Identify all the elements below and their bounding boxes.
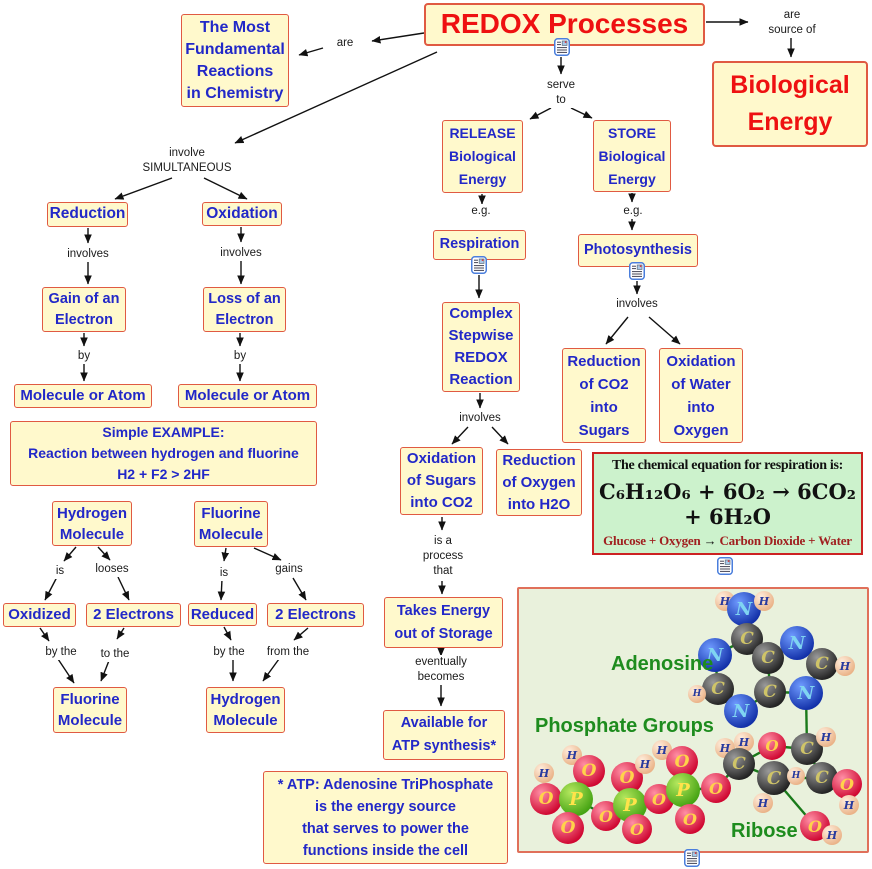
connector-eg-photosynthesis: e.g. — [621, 204, 645, 219]
node-loss-of-electron[interactable]: Loss of an Electron — [203, 287, 286, 332]
atom-N: N — [724, 694, 758, 728]
atom-H: H — [835, 656, 855, 676]
node-store-biological-energy[interactable]: STORE Biological Energy — [593, 120, 671, 192]
node-reduced[interactable]: Reduced — [188, 603, 257, 626]
connector-looses: looses — [93, 562, 131, 577]
equation-formula: C₆H₁₂O₆ + 6O₂ → 6CO₂ + 6H₂O — [599, 478, 856, 529]
atom-C: C — [806, 648, 838, 680]
connector-involves-photosynthesis: involves — [614, 297, 660, 312]
connector-are-source-of: are source of — [766, 8, 818, 38]
atom-P: P — [666, 773, 700, 807]
atom-O: O — [701, 773, 731, 803]
label-ribose: Ribose — [731, 820, 798, 842]
atom-H: H — [787, 767, 805, 785]
node-reduction-oxygen-into-h2o[interactable]: Reduction of Oxygen into H2O — [496, 449, 582, 516]
node-most-fundamental[interactable]: The Most Fundamental Reactions in Chemis… — [181, 14, 289, 107]
node-oxidized[interactable]: Oxidized — [3, 603, 76, 627]
atom-C: C — [752, 642, 784, 674]
atom-C: C — [754, 676, 786, 708]
node-atp-note[interactable]: * ATP: Adenosine TriPhosphate is the ene… — [263, 771, 508, 864]
resource-icon-equation[interactable] — [717, 557, 733, 575]
atom-H: H — [688, 685, 706, 703]
atom-P: P — [559, 782, 593, 816]
connector-by-the-right: by the — [211, 645, 247, 660]
connector-is-hydrogen: is — [53, 564, 67, 579]
atom-O: O — [591, 801, 621, 831]
connector-involves-reduction: involves — [65, 247, 111, 262]
label-phosphate-groups: Phosphate Groups — [535, 715, 714, 737]
atom-H: H — [635, 754, 655, 774]
node-available-for-atp-synthesis[interactable]: Available for ATP synthesis* — [383, 710, 505, 760]
node-simple-example[interactable]: Simple EXAMPLE: Reaction between hydroge… — [10, 421, 317, 486]
connector-are: are — [334, 36, 356, 51]
node-complex-stepwise-redox[interactable]: Complex Stepwise REDOX Reaction — [442, 302, 520, 392]
node-oxidation-sugars-into-co2[interactable]: Oxidation of Sugars into CO2 — [400, 447, 483, 515]
atom-H: H — [534, 763, 554, 783]
resource-icon-respiration[interactable] — [471, 256, 487, 274]
atom-O: O — [552, 812, 584, 844]
node-reduction[interactable]: Reduction — [47, 202, 128, 227]
atom-N: N — [698, 638, 732, 672]
node-hydrogen-molecule[interactable]: Hydrogen Molecule — [52, 501, 132, 546]
atom-H: H — [754, 591, 774, 611]
connector-serve-to: serve to — [544, 78, 578, 108]
connector-by-right: by — [231, 349, 249, 364]
node-respiration[interactable]: Respiration — [433, 230, 526, 260]
atom-O: O — [832, 769, 862, 799]
node-release-biological-energy[interactable]: RELEASE Biological Energy — [442, 120, 523, 193]
equation-title: The chemical equation for respiration is… — [611, 458, 843, 474]
node-biological-energy[interactable]: Biological Energy — [712, 61, 868, 147]
atom-O: O — [622, 814, 652, 844]
atom-C: C — [723, 748, 755, 780]
connector-to-the: to the — [98, 647, 132, 662]
node-2-electrons-left[interactable]: 2 Electrons — [86, 603, 181, 627]
connector-by-the-left: by the — [43, 645, 79, 660]
atom-O: O — [573, 755, 605, 787]
resource-icon-redox[interactable] — [554, 38, 570, 56]
connector-by-left: by — [75, 349, 93, 364]
node-reduction-co2-into-sugars[interactable]: Reduction of CO2 into Sugars — [562, 348, 646, 443]
connector-is-fluorine: is — [217, 566, 231, 581]
atom-O: O — [758, 732, 786, 760]
atom-C: C — [757, 761, 791, 795]
resource-icon-photosynthesis[interactable] — [629, 262, 645, 280]
connector-gains: gains — [273, 562, 305, 577]
equation-panel: The chemical equation for respiration is… — [592, 452, 863, 555]
node-molecule-or-atom-right[interactable]: Molecule or Atom — [178, 384, 317, 408]
node-redox-processes[interactable]: REDOX Processes — [424, 3, 705, 46]
connector-involve-simultaneous: involve SIMULTANEOUS — [140, 146, 234, 176]
atom-N: N — [789, 676, 823, 710]
resource-icon-atp-figure[interactable] — [684, 849, 700, 867]
atom-H: H — [822, 825, 842, 845]
connector-is-a-process-that: is a process that — [420, 534, 466, 579]
connector-eg-respiration: e.g. — [469, 204, 493, 219]
node-oxidation[interactable]: Oxidation — [202, 202, 282, 226]
node-gain-of-electron[interactable]: Gain of an Electron — [42, 287, 126, 332]
connector-involves-complex: involves — [457, 411, 503, 426]
equation-caption: Glucose + Oxygen → Carbon Dioxide + Wate… — [603, 532, 852, 548]
atom-O: O — [530, 783, 562, 815]
node-fluorine-molecule[interactable]: Fluorine Molecule — [194, 501, 268, 547]
node-fluorine-molecule-bottom[interactable]: Fluorine Molecule — [53, 687, 127, 733]
node-molecule-or-atom-left[interactable]: Molecule or Atom — [14, 384, 152, 408]
atom-O: O — [675, 804, 705, 834]
atom-O: O — [666, 746, 698, 778]
atom-H: H — [734, 732, 754, 752]
node-takes-energy-out-of-storage[interactable]: Takes Energy out of Storage — [384, 597, 503, 648]
connector-from-the: from the — [264, 645, 312, 660]
connector-involves-oxidation: involves — [218, 246, 264, 261]
node-2-electrons-right[interactable]: 2 Electrons — [267, 603, 364, 627]
atom-H: H — [753, 793, 773, 813]
connector-eventually-becomes: eventually becomes — [413, 655, 469, 685]
atom-H: H — [816, 727, 836, 747]
node-hydrogen-molecule-bottom[interactable]: Hydrogen Molecule — [206, 687, 285, 733]
atom-H: H — [839, 795, 859, 815]
node-oxidation-water-into-oxygen[interactable]: Oxidation of Water into Oxygen — [659, 348, 743, 443]
label-adenosine: Adenosine — [611, 653, 714, 675]
